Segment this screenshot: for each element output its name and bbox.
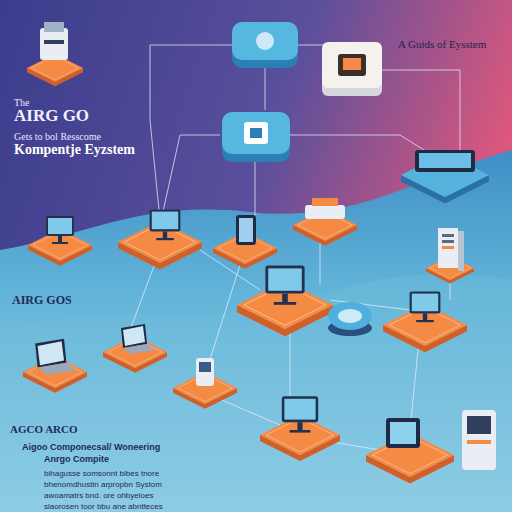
caption-text: Aigoo Componecsal/ Woneering	[22, 442, 160, 452]
label-holder: bhenomdhustin arpropbn Systom	[44, 473, 162, 491]
label-holder: The	[14, 92, 30, 110]
map-station	[383, 291, 467, 352]
wave	[0, 274, 512, 512]
caption-text: AIRG GOS	[12, 294, 72, 308]
cloud-box	[232, 22, 298, 68]
caption-text: bihagusse somsonnt bibes tnore	[44, 469, 159, 478]
server-station	[426, 228, 474, 284]
printer-station	[27, 22, 83, 86]
caption-text: slaorosen toor bbu ane abntteces	[44, 502, 163, 511]
label-holder: AGCO ARCO	[10, 419, 78, 437]
caption-text: Kompentje Eyzstem	[14, 142, 135, 158]
title: AIRG GO	[14, 106, 89, 126]
caption-text: A Guids of Eysstem	[398, 38, 486, 51]
label-holder: Anrgo Compite	[44, 448, 109, 466]
label-holder: Gets to bol Resscome	[14, 126, 101, 144]
globe	[328, 302, 372, 336]
hub-box	[222, 112, 290, 162]
label-holder: bihagusse somsonnt bibes tnore	[44, 462, 159, 480]
terminal	[462, 410, 496, 470]
caption-text: bhenomdhustin arpropbn Systom	[44, 480, 162, 489]
desk-station	[118, 209, 202, 269]
device-station	[173, 358, 237, 409]
machine-station	[293, 198, 357, 246]
label-holder: awoamatrs bnd. ore ohbyeloes	[44, 484, 153, 502]
chip-box	[322, 42, 382, 96]
label-holder: slaorosen toor bbu ane abntteces	[44, 495, 163, 512]
label-holder: Aigoo Componecsal/ Woneering	[22, 436, 160, 454]
laptop-station	[23, 339, 87, 393]
screen-station	[260, 396, 340, 461]
monitor-station	[28, 216, 92, 266]
console-station	[401, 150, 489, 204]
caption-text: The	[14, 97, 30, 109]
caption-text: Gets to bol Resscome	[14, 131, 101, 143]
caption-text: awoamatrs bnd. ore ohbyeloes	[44, 491, 153, 500]
main-monitor-station	[237, 266, 333, 337]
workbench-station	[103, 324, 167, 373]
panel-station	[366, 418, 454, 484]
label-holder: AIRG GO	[14, 106, 89, 126]
label-holder: Kompentje Eyzstem	[14, 140, 135, 158]
wave	[0, 150, 512, 512]
caption-text: AGCO ARCO	[10, 423, 78, 436]
label-holder: AIRG GOS	[12, 290, 72, 308]
label-holder: A Guids of Eysstem	[398, 34, 486, 52]
tablet-station	[213, 215, 277, 269]
caption-text: Anrgo Compite	[44, 454, 109, 464]
